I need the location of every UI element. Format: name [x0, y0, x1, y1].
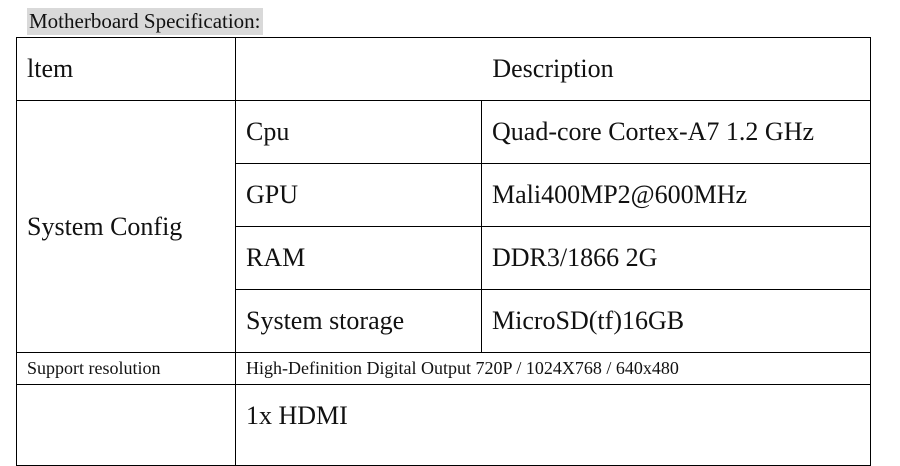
table-header-row: ltem Description — [16, 37, 871, 101]
table-row: 1x HDMI — [16, 384, 871, 466]
support-resolution-label: Support resolution — [16, 352, 236, 385]
spec-value-ram: DDR3/1866 2G — [481, 226, 871, 290]
table-row: System Config Cpu Quad-core Cortex-A7 1.… — [16, 100, 871, 353]
table-row: System storage MicroSD(tf)16GB — [17, 289, 871, 353]
spec-value-gpu: Mali400MP2@600MHz — [481, 163, 871, 227]
spec-table: ltem Description System Config Cpu Quad-… — [16, 37, 871, 466]
spec-name-gpu: GPU — [235, 163, 482, 227]
interfaces-first-item: 1x HDMI — [235, 384, 871, 466]
support-resolution-value: High-Definition Digital Output 720P / 10… — [235, 352, 871, 385]
spec-value-storage: MicroSD(tf)16GB — [481, 289, 871, 353]
interfaces-label — [16, 384, 236, 466]
spec-name-storage: System storage — [235, 289, 482, 353]
spec-heading: Motherboard Specification: — [27, 8, 263, 35]
spec-name-cpu: Cpu — [235, 100, 482, 164]
header-item: ltem — [16, 37, 236, 101]
table-row: Support resolution High-Definition Digit… — [16, 352, 871, 385]
spec-name-ram: RAM — [235, 226, 482, 290]
spec-value-cpu: Quad-core Cortex-A7 1.2 GHz — [481, 100, 871, 164]
header-description: Description — [235, 37, 871, 101]
system-config-label: System Config — [16, 100, 236, 353]
table-row: GPU Mali400MP2@600MHz — [17, 163, 871, 227]
